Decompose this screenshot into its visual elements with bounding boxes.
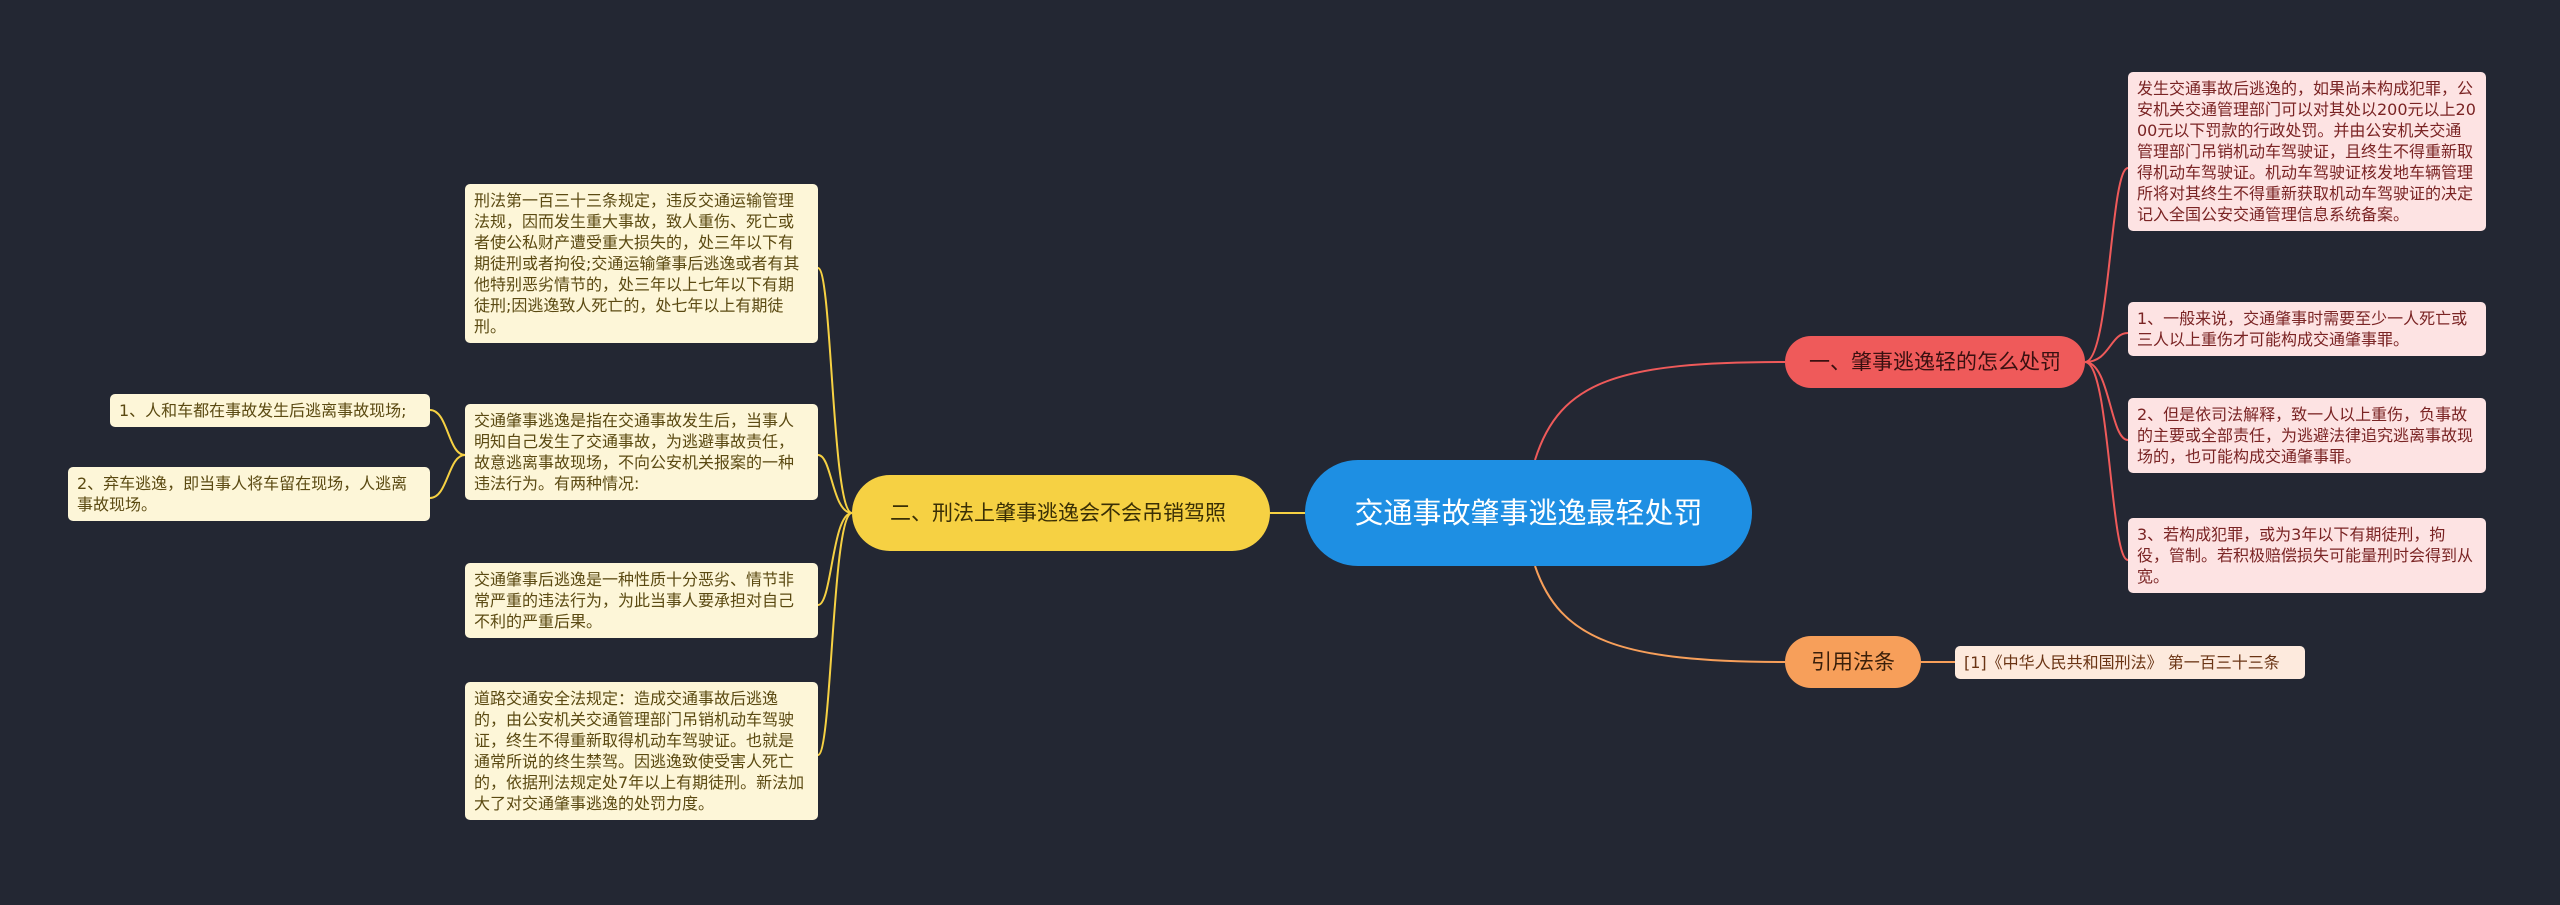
- leaf-judicial-interpretation[interactable]: 2、但是依司法解释，致一人以上重伤，负事故的主要或全部责任，为逃避法律追究逃离事…: [2128, 398, 2486, 473]
- link-yellow-leaf-3: [817, 512, 853, 606]
- link-red-leaf-2: [2084, 332, 2129, 363]
- link-red-leaf-4: [2084, 361, 2129, 561]
- branch-cited-law[interactable]: 引用法条: [1785, 636, 1921, 688]
- subleaf-abandon-vehicle-text: 2、弃车逃逸，即当事人将车留在现场，人逃离事故现场。: [77, 474, 408, 514]
- leaf-sentence[interactable]: 3、若构成犯罪，或为3年以下有期徒刑，拘役，管制。若积极赔偿损失可能量刑时会得到…: [2128, 518, 2486, 593]
- link-yellow-leaf-2: [817, 454, 853, 514]
- subleaf-both-fled-text: 1、人和车都在事故发生后逃离事故现场;: [119, 401, 407, 420]
- leaf-severe-violation[interactable]: 交通肇事后逃逸是一种性质十分恶劣、情节非常严重的违法行为，为此当事人要承担对自己…: [465, 563, 818, 638]
- leaf-criminal-law-article-text: [1]《中华人民共和国刑法》 第一百三十三条: [1964, 653, 2280, 672]
- link-sub-leaf-1: [429, 409, 466, 456]
- link-root-right-bottom: [1534, 565, 1786, 663]
- leaf-hit-and-run-definition[interactable]: 交通肇事逃逸是指在交通事故发生后，当事人明知自己发生了交通事故，为逃避事故责任，…: [465, 404, 818, 500]
- leaf-severe-violation-text: 交通肇事后逃逸是一种性质十分恶劣、情节非常严重的违法行为，为此当事人要承担对自己…: [474, 570, 795, 631]
- root-topic-label: 交通事故肇事逃逸最轻处罚: [1354, 496, 1703, 530]
- link-red-leaf-3: [2084, 361, 2129, 441]
- leaf-sentence-text: 3、若构成犯罪，或为3年以下有期徒刑，拘役，管制。若积极赔偿损失可能量刑时会得到…: [2137, 525, 2474, 586]
- leaf-criminal-threshold[interactable]: 1、一般来说，交通肇事时需要至少一人死亡或三人以上重伤才可能构成交通肇事罪。: [2128, 302, 2486, 356]
- branch-license-revocation[interactable]: 二、刑法上肇事逃逸会不会吊销驾照: [852, 475, 1270, 551]
- leaf-hit-and-run-definition-text: 交通肇事逃逸是指在交通事故发生后，当事人明知自己发生了交通事故，为逃避事故责任，…: [474, 411, 795, 493]
- leaf-administrative-penalty[interactable]: 发生交通事故后逃逸的，如果尚未构成犯罪，公安机关交通管理部门可以对其处以200元…: [2128, 72, 2486, 231]
- link-yellow-leaf-4: [817, 512, 853, 756]
- branch-punishment-label: 一、肇事逃逸轻的怎么处罚: [1809, 350, 2061, 374]
- subleaf-abandon-vehicle[interactable]: 2、弃车逃逸，即当事人将车留在现场，人逃离事故现场。: [68, 467, 430, 521]
- link-yellow-leaf-1: [817, 267, 853, 514]
- link-red-leaf-1: [2084, 167, 2129, 363]
- root-topic[interactable]: 交通事故肇事逃逸最轻处罚: [1305, 460, 1752, 566]
- link-root-right-top: [1534, 361, 1786, 461]
- subleaf-both-fled[interactable]: 1、人和车都在事故发生后逃离事故现场;: [110, 394, 430, 427]
- leaf-judicial-interpretation-text: 2、但是依司法解释，致一人以上重伤，负事故的主要或全部责任，为逃避法律追究逃离事…: [2137, 405, 2474, 466]
- leaf-article-133-text: 刑法第一百三十三条规定，违反交通运输管理法规，因而发生重大事故，致人重伤、死亡或…: [474, 191, 800, 336]
- link-sub-leaf-2: [429, 454, 466, 499]
- branch-punishment[interactable]: 一、肇事逃逸轻的怎么处罚: [1785, 336, 2085, 388]
- leaf-road-safety-law[interactable]: 道路交通安全法规定：造成交通事故后逃逸的，由公安机关交通管理部门吊销机动车驾驶证…: [465, 682, 818, 820]
- leaf-criminal-law-article[interactable]: [1]《中华人民共和国刑法》 第一百三十三条: [1955, 646, 2305, 679]
- branch-license-revocation-label: 二、刑法上肇事逃逸会不会吊销驾照: [890, 501, 1226, 525]
- leaf-article-133[interactable]: 刑法第一百三十三条规定，违反交通运输管理法规，因而发生重大事故，致人重伤、死亡或…: [465, 184, 818, 343]
- leaf-road-safety-law-text: 道路交通安全法规定：造成交通事故后逃逸的，由公安机关交通管理部门吊销机动车驾驶证…: [474, 689, 805, 813]
- branch-cited-law-label: 引用法条: [1811, 650, 1895, 674]
- leaf-criminal-threshold-text: 1、一般来说，交通肇事时需要至少一人死亡或三人以上重伤才可能构成交通肇事罪。: [2137, 309, 2468, 349]
- leaf-administrative-penalty-text: 发生交通事故后逃逸的，如果尚未构成犯罪，公安机关交通管理部门可以对其处以200元…: [2137, 79, 2476, 224]
